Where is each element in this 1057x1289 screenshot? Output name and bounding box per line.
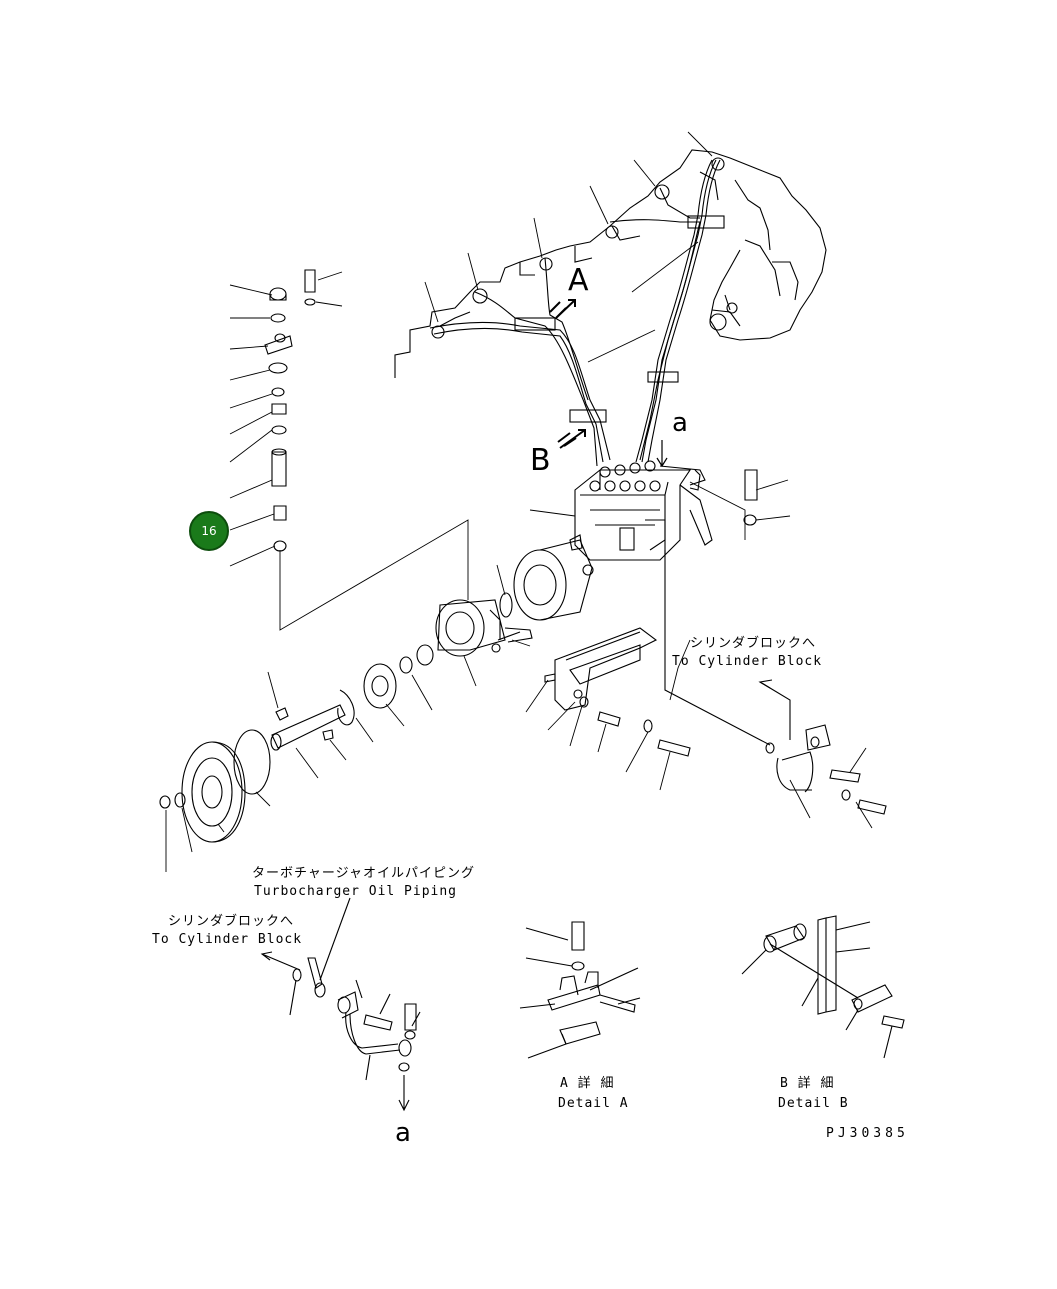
cylinder-block-label-en-2: To Cylinder Block (152, 932, 303, 947)
view-marker-b: B (530, 443, 551, 478)
turbo-piping-label-jp: ターボチャージャオイルパイピング (252, 866, 475, 881)
engine-block (394, 149, 827, 378)
pump-bracket (544, 627, 691, 757)
cylinder-block-label-en-1: To Cylinder Block (672, 654, 823, 669)
cylinder-block-label-jp-1: シリンダブロックへ (690, 636, 817, 651)
detail-a (519, 921, 641, 1059)
detail-a-label-jp: A 詳 細 (560, 1076, 615, 1091)
injection-pump (569, 460, 713, 576)
turbo-piping-label-en: Turbocharger Oil Piping (254, 884, 458, 899)
drawing-number: PJ30385 (826, 1126, 909, 1141)
detail-a-label-en: Detail A (558, 1096, 629, 1111)
pump-drive (159, 539, 593, 843)
view-marker-a: A (568, 263, 589, 298)
leader-lines (165, 131, 873, 872)
view-arrows (549, 299, 668, 468)
connection-marker-a-top: a (672, 408, 688, 438)
connection-marker-a-bottom: a (395, 1118, 411, 1148)
callout-16[interactable]: 16 (189, 511, 229, 551)
fitting-stack (264, 269, 316, 552)
cylinder-block-label-jp-2: シリンダブロックへ (168, 914, 295, 929)
detail-b-label-en: Detail B (778, 1096, 849, 1111)
detail-b (741, 915, 905, 1059)
lube-pipe (664, 469, 887, 815)
turbo-oil-piping (289, 897, 421, 1112)
detail-b-label-jp: B 詳 細 (780, 1076, 835, 1091)
injection-lines (429, 157, 725, 467)
cyl-block-arrows (260, 679, 791, 971)
